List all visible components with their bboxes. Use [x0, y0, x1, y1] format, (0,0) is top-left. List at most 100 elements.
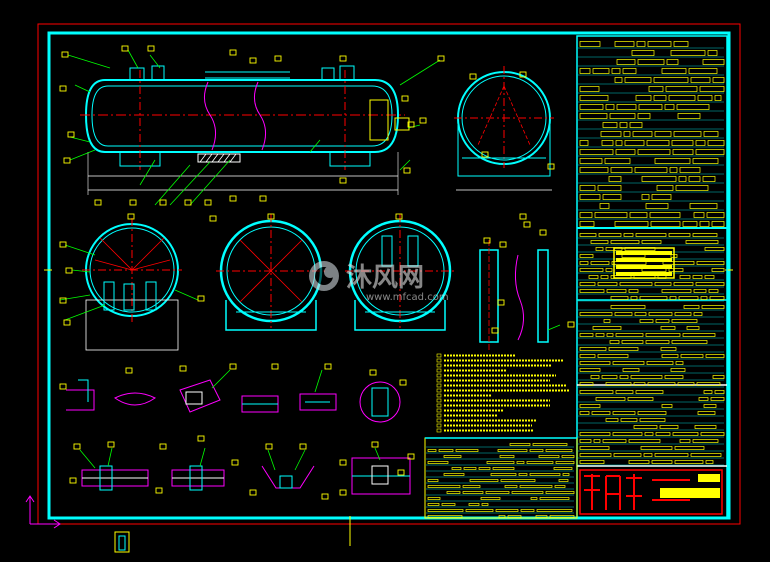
- callout-tag: [63, 157, 71, 164]
- table-row: [426, 467, 574, 472]
- table-row: [578, 41, 724, 49]
- callout-tag: [491, 327, 499, 334]
- table-row: [578, 104, 724, 112]
- table-row: [426, 503, 574, 508]
- callout-tag: [73, 443, 81, 450]
- callout-tag: [497, 299, 505, 306]
- callout-tag: [519, 71, 527, 78]
- callout-tag: [249, 489, 257, 496]
- callout-tag: [259, 195, 267, 202]
- table-row: [578, 368, 724, 374]
- table-row: [578, 50, 724, 58]
- callout-tag: [339, 489, 347, 496]
- note-line-marker: [436, 378, 442, 383]
- table-row: [578, 375, 725, 381]
- table-row: [578, 113, 724, 121]
- callout-tag: [567, 321, 575, 328]
- highlight-block: [613, 247, 675, 279]
- callout-tag: [321, 493, 329, 500]
- callout-tag: [403, 167, 411, 174]
- callout-tag: [159, 199, 167, 206]
- table-row: [426, 455, 575, 460]
- table-row: [578, 446, 724, 452]
- table-row: [578, 432, 725, 438]
- callout-tag: [519, 213, 527, 220]
- table-row: [578, 203, 724, 211]
- callout-tag: [184, 199, 192, 206]
- section-view-1: [82, 218, 182, 351]
- table-row: [578, 167, 724, 175]
- table-row: [578, 289, 724, 295]
- callout-tag: [59, 85, 67, 92]
- table-row: [578, 397, 725, 403]
- callout-tag: [499, 241, 507, 248]
- table-row: [578, 176, 724, 184]
- table-row: [578, 390, 725, 396]
- table-row: [578, 296, 725, 302]
- note-line-marker: [436, 358, 442, 363]
- table-row: [578, 68, 724, 76]
- mfcad-watermark: 沐风网 www.mfcad.com: [309, 261, 449, 303]
- table-row: [578, 305, 725, 311]
- note-line-marker: [436, 413, 442, 418]
- table-row: [426, 491, 575, 496]
- note-line-marker: [436, 368, 442, 373]
- technical-notes-block: [436, 353, 570, 433]
- table-row: [426, 473, 574, 478]
- table-row: [578, 59, 725, 67]
- detail-leaders: [79, 369, 381, 471]
- weld-details-row: [66, 379, 401, 423]
- callout-tag: [229, 195, 237, 202]
- callout-tag: [209, 215, 217, 222]
- table-row: [578, 149, 725, 157]
- note-line-marker: [436, 403, 442, 408]
- table-row: [578, 354, 725, 360]
- callout-tag: [481, 151, 489, 158]
- callout-tag: [397, 469, 405, 476]
- table-row: [578, 282, 725, 288]
- table-row: [578, 382, 724, 388]
- note-line-marker: [436, 353, 442, 358]
- table-row: [578, 131, 724, 139]
- table-row: [578, 453, 724, 459]
- callout-tag: [324, 363, 332, 370]
- callout-tag: [339, 55, 347, 62]
- table-row: [426, 443, 574, 448]
- note-line-marker: [436, 418, 442, 423]
- callout-tag: [401, 95, 409, 102]
- callout-tag: [539, 229, 547, 236]
- table-row: [578, 411, 724, 417]
- table-row: [578, 418, 724, 424]
- callout-tag: [125, 367, 133, 374]
- callout-tag: [299, 443, 307, 450]
- callout-tag: [339, 459, 347, 466]
- vessel-end-view: [454, 66, 554, 191]
- table-row: [578, 140, 725, 148]
- table-row: [578, 340, 724, 346]
- callout-tag: [483, 237, 491, 244]
- callout-tag: [231, 459, 239, 466]
- callout-tag: [407, 453, 415, 460]
- table-row: [426, 479, 574, 484]
- note-line-marker: [436, 408, 442, 413]
- callout-tag: [59, 383, 67, 390]
- callout-tag: [61, 51, 69, 58]
- elevation-leaders: [67, 49, 441, 206]
- callout-tag: [265, 443, 273, 450]
- note-line-marker: [436, 383, 442, 388]
- table-row: [578, 333, 724, 339]
- callout-tag: [129, 199, 137, 206]
- callout-tag: [249, 57, 257, 64]
- table-row: [578, 221, 725, 229]
- title-block-table-rows: [426, 41, 725, 520]
- table-row: [426, 515, 575, 520]
- table-row: [578, 439, 724, 445]
- callout-tag: [59, 297, 67, 304]
- callout-tag: [274, 55, 282, 62]
- callout-tag: [179, 365, 187, 372]
- note-line-marker: [436, 363, 442, 368]
- callout-tag: [399, 379, 407, 386]
- note-line-marker: [436, 428, 442, 433]
